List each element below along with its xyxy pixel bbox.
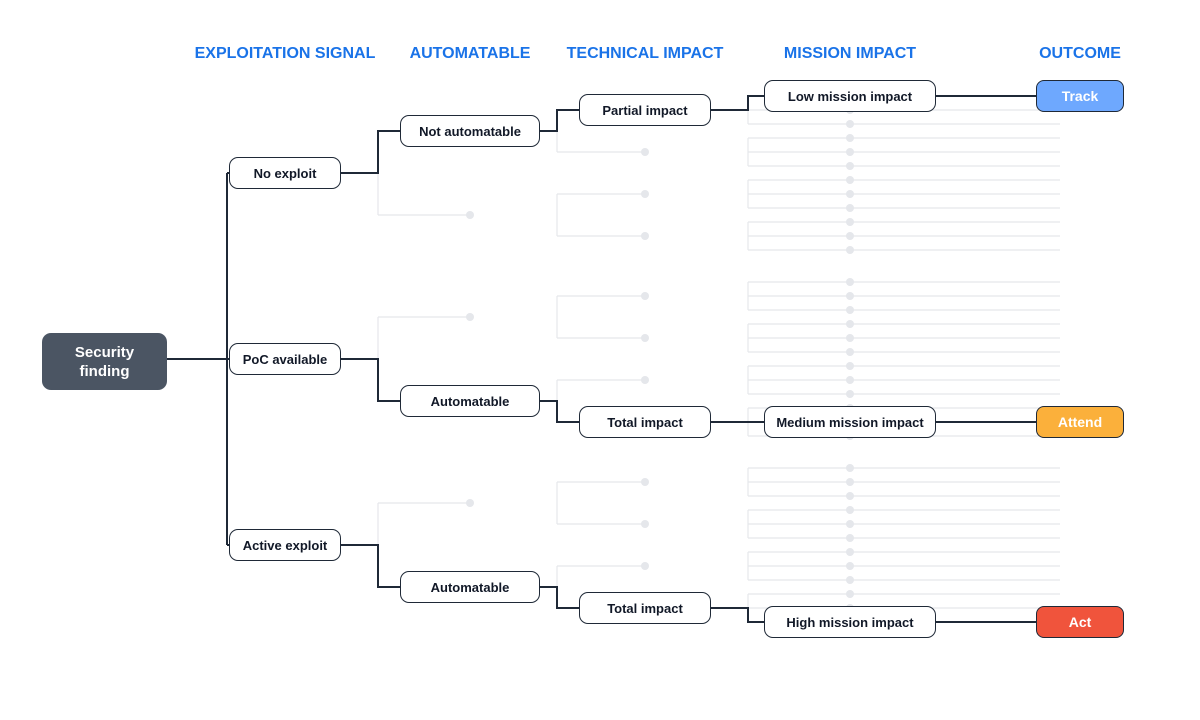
faded-node-dot	[846, 478, 854, 486]
faded-node-dot	[466, 211, 474, 219]
faded-node-dot	[846, 120, 854, 128]
edge-active-to-automatable	[341, 544, 400, 588]
node-medium-mission-impact: Medium mission impact	[764, 406, 936, 438]
faded-node-dot	[466, 499, 474, 507]
faded-node-dot	[846, 590, 854, 598]
faded-node-dot	[641, 292, 649, 300]
faded-node-dot	[846, 278, 854, 286]
faded-node-dot	[641, 376, 649, 384]
faded-node-dot	[641, 148, 649, 156]
faded-node-dot	[846, 232, 854, 240]
edge-partial-to-low	[711, 95, 764, 111]
faded-node-dot	[846, 176, 854, 184]
node-not-automatable: Not automatable	[400, 115, 540, 147]
header-automatable: AUTOMATABLE	[409, 45, 531, 62]
faded-node-dot	[641, 232, 649, 240]
faded-node-dot	[846, 292, 854, 300]
faded-node-dot	[846, 204, 854, 212]
node-low-mission-impact: Low mission impact	[764, 80, 936, 112]
node-total-impact-active: Total impact	[579, 592, 711, 624]
edge-no-exploit-to-not-automatable	[341, 130, 400, 174]
faded-node-dot	[846, 334, 854, 342]
node-total-impact-poc: Total impact	[579, 406, 711, 438]
faded-node-dot	[846, 562, 854, 570]
outcome-act: Act	[1036, 606, 1124, 638]
faded-node-dot	[846, 520, 854, 528]
header-technical-impact: TECHNICAL IMPACT	[566, 45, 724, 62]
faded-node-dot	[846, 218, 854, 226]
header-exploitation-signal: EXPLOITATION SIGNAL	[194, 45, 376, 62]
header-mission-impact: MISSION IMPACT	[783, 45, 917, 62]
node-automatable-active: Automatable	[400, 571, 540, 603]
outcome-attend: Attend	[1036, 406, 1124, 438]
faded-node-dot	[846, 306, 854, 314]
faded-node-dot	[846, 162, 854, 170]
faded-node-dot	[846, 376, 854, 384]
node-no-exploit: No exploit	[229, 157, 341, 189]
faded-node-dot	[846, 506, 854, 514]
outcome-track: Track	[1036, 80, 1124, 112]
node-automatable-poc: Automatable	[400, 385, 540, 417]
faded-node-dot	[846, 390, 854, 398]
faded-node-dot	[846, 190, 854, 198]
header-outcome: OUTCOME	[1039, 45, 1121, 62]
edge-automatable-to-total	[540, 400, 579, 423]
faded-node-dot	[466, 313, 474, 321]
faded-node-dot	[846, 548, 854, 556]
faded-node-dot	[846, 576, 854, 584]
faded-node-dot	[641, 190, 649, 198]
faded-node-dot	[641, 562, 649, 570]
faded-node-dot	[846, 464, 854, 472]
faded-node-dot	[846, 134, 854, 142]
edge-not-automatable-to-partial	[540, 109, 579, 132]
faded-node-dot	[846, 362, 854, 370]
faded-node-dot	[641, 520, 649, 528]
faded-node-dot	[641, 478, 649, 486]
faded-node-dot	[846, 492, 854, 500]
faded-node-dot	[846, 348, 854, 356]
root-label-line1: Security	[74, 343, 135, 361]
edge-total-to-high	[711, 607, 764, 623]
edge-automatable-to-total-active	[540, 586, 579, 609]
node-high-mission-impact: High mission impact	[764, 606, 936, 638]
node-poc-available: PoC available	[229, 343, 341, 375]
faded-node-dot	[641, 334, 649, 342]
faded-node-dot	[846, 320, 854, 328]
root-label-line2: finding	[79, 362, 130, 380]
faded-node-dot	[846, 246, 854, 254]
faded-node-dot	[846, 534, 854, 542]
edge-poc-to-automatable	[341, 358, 400, 402]
node-active-exploit: Active exploit	[229, 529, 341, 561]
faded-node-dot	[846, 148, 854, 156]
node-partial-impact: Partial impact	[579, 94, 711, 126]
